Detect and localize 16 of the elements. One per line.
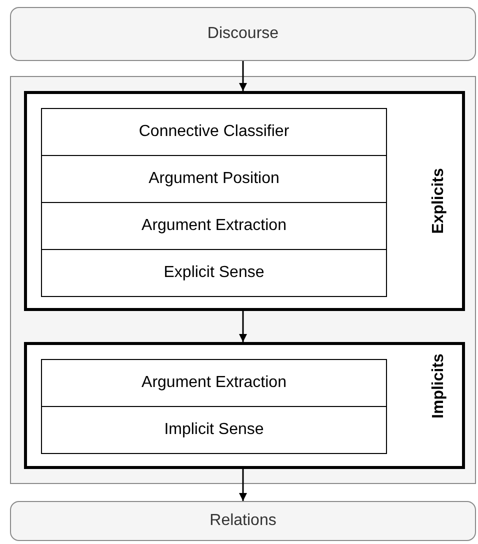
process-box: Argument Position (41, 155, 387, 203)
process-box: Argument Extraction (41, 359, 387, 407)
stage-box (24, 91, 465, 311)
arrow (239, 469, 247, 501)
pipeline-panel (10, 76, 476, 484)
stage-box (24, 342, 465, 469)
terminal-box: Discourse (10, 7, 476, 61)
process-box: Connective Classifier (41, 108, 387, 156)
arrow (239, 311, 247, 342)
process-box: Implicit Sense (41, 406, 387, 454)
process-box: Argument Extraction (41, 202, 387, 250)
arrow (239, 61, 247, 91)
process-box: Explicit Sense (41, 249, 387, 297)
stage-label: Implicits (430, 353, 448, 418)
terminal-box: Relations (10, 501, 476, 541)
stage-label: Explicits (430, 168, 448, 234)
